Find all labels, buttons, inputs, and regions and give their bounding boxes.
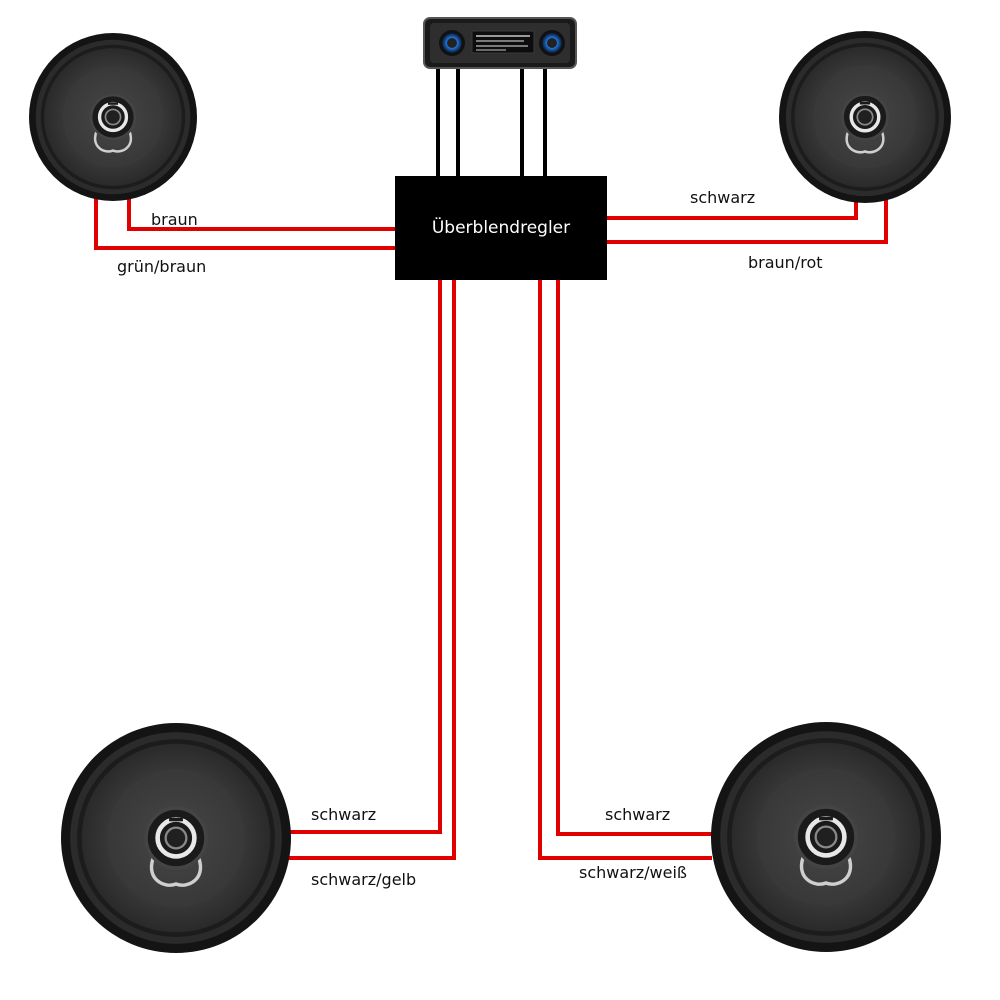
fader-box: Überblendregler: [395, 176, 607, 280]
wire-front-left-2: [94, 196, 396, 250]
wire-front-left-1: [127, 196, 396, 231]
label-front-left-1: braun: [151, 210, 198, 229]
wire-front-right-2: [606, 198, 888, 244]
car-radio-icon: [423, 17, 577, 69]
speaker-front-right-icon: [777, 29, 953, 205]
speaker-rear-right-icon: [711, 722, 941, 952]
wire-rear-left-1: [288, 278, 442, 834]
wire-front-right-1: [606, 198, 858, 220]
label-rear-left-2: schwarz/gelb: [311, 870, 417, 889]
speaker-rear-left-icon: [61, 723, 291, 953]
fader-label: Überblendregler: [431, 218, 571, 238]
label-front-right-1: schwarz: [690, 188, 756, 207]
label-front-left-2: grün/braun: [117, 257, 207, 276]
wire-rear-right-2: [538, 278, 712, 860]
label-front-right-2: braun/rot: [748, 253, 823, 272]
label-rear-right-1: schwarz: [605, 805, 671, 824]
wire-rear-right-1: [556, 278, 712, 836]
speaker-wires: [94, 196, 888, 860]
wire-rear-left-2: [288, 278, 456, 860]
head-unit-wires: [436, 64, 547, 178]
label-rear-right-2: schwarz/weiß: [579, 863, 687, 882]
label-rear-left-1: schwarz: [311, 805, 377, 824]
speaker-front-left-icon: [27, 31, 199, 203]
